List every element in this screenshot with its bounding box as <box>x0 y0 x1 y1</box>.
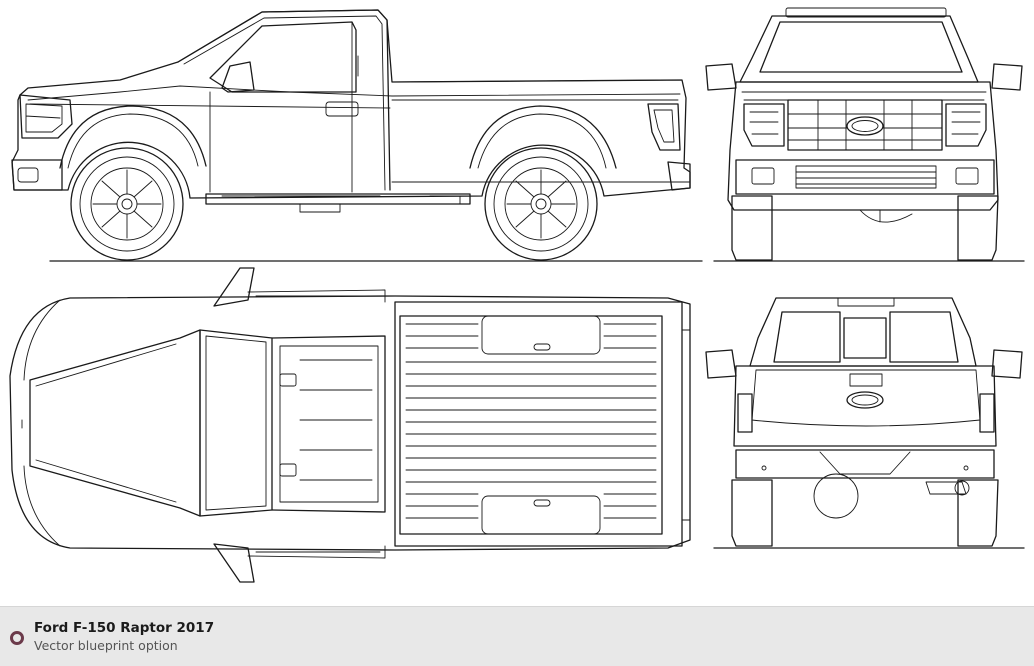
top-body-outline <box>9 295 691 551</box>
rear-tailgate <box>733 365 997 447</box>
front-foglight-right <box>955 167 979 185</box>
front-bumper <box>735 159 995 195</box>
top-hood <box>29 329 201 517</box>
top-mirror-right <box>213 543 255 583</box>
rear-mirror-left <box>705 349 737 379</box>
front-windshield <box>759 21 963 73</box>
top-roof-light-2 <box>279 463 297 477</box>
top-tailgate <box>681 329 691 521</box>
top-bed <box>394 301 683 547</box>
rear-cab <box>749 297 977 367</box>
side-running-board <box>205 193 471 205</box>
side-door <box>209 91 353 193</box>
front-body <box>727 81 999 211</box>
side-door-handle <box>325 101 359 117</box>
side-cab <box>177 9 391 191</box>
front-tire-right <box>957 195 999 261</box>
side-taillight <box>647 103 681 151</box>
top-wheelwell-right <box>481 495 601 535</box>
caption-subtitle: Vector blueprint option <box>34 638 178 653</box>
rear-bumper <box>735 449 995 479</box>
rear-tire-left <box>731 479 773 547</box>
top-mirror-left <box>213 267 255 307</box>
side-rear-wheel <box>484 147 598 261</box>
top-wheelwell-left <box>481 315 601 355</box>
rear-window-left <box>773 311 841 363</box>
side-rear-bumper <box>667 161 691 191</box>
top-windshield <box>199 329 273 517</box>
side-front-wheel <box>70 147 184 261</box>
ring-icon <box>10 631 24 645</box>
caption-title: Ford F-150 Raptor 2017 <box>34 620 215 636</box>
rear-differential <box>813 473 859 519</box>
front-headlight-right <box>945 103 987 147</box>
rear-mirror-right <box>991 349 1023 379</box>
side-window <box>209 21 357 93</box>
rear-window-right <box>889 311 959 363</box>
rear-taillight-right <box>979 393 995 433</box>
side-body-outline <box>11 9 691 199</box>
top-view <box>9 267 691 583</box>
side-mirror <box>221 61 255 93</box>
caption-bar: Ford F-150 Raptor 2017 Vector blueprint … <box>0 606 1034 666</box>
front-headlight-left <box>743 103 785 147</box>
front-mirror-right <box>991 63 1023 91</box>
top-roof <box>271 335 386 513</box>
rear-window-center <box>843 317 887 359</box>
front-roof-lights <box>785 7 947 18</box>
side-front-fender <box>59 105 207 169</box>
front-tire-left <box>731 195 773 261</box>
top-bed-floor <box>399 315 663 535</box>
front-foglight-left <box>751 167 775 185</box>
side-view <box>11 9 703 262</box>
front-view <box>705 7 1025 262</box>
rear-tire-right <box>957 479 999 547</box>
top-bed-ribs <box>405 323 657 519</box>
front-grille <box>787 99 943 151</box>
blueprint-drawing <box>9 7 1025 583</box>
side-rear-fender <box>469 105 617 169</box>
rear-view <box>705 297 1025 549</box>
side-headlight <box>19 94 73 139</box>
front-mirror-left <box>705 63 737 91</box>
front-lower-grille <box>795 165 937 189</box>
rear-taillight-left <box>737 393 753 433</box>
rear-handle <box>849 373 883 387</box>
side-front-bumper <box>11 159 63 191</box>
front-logo <box>846 116 884 136</box>
top-roof-light-1 <box>279 373 297 387</box>
